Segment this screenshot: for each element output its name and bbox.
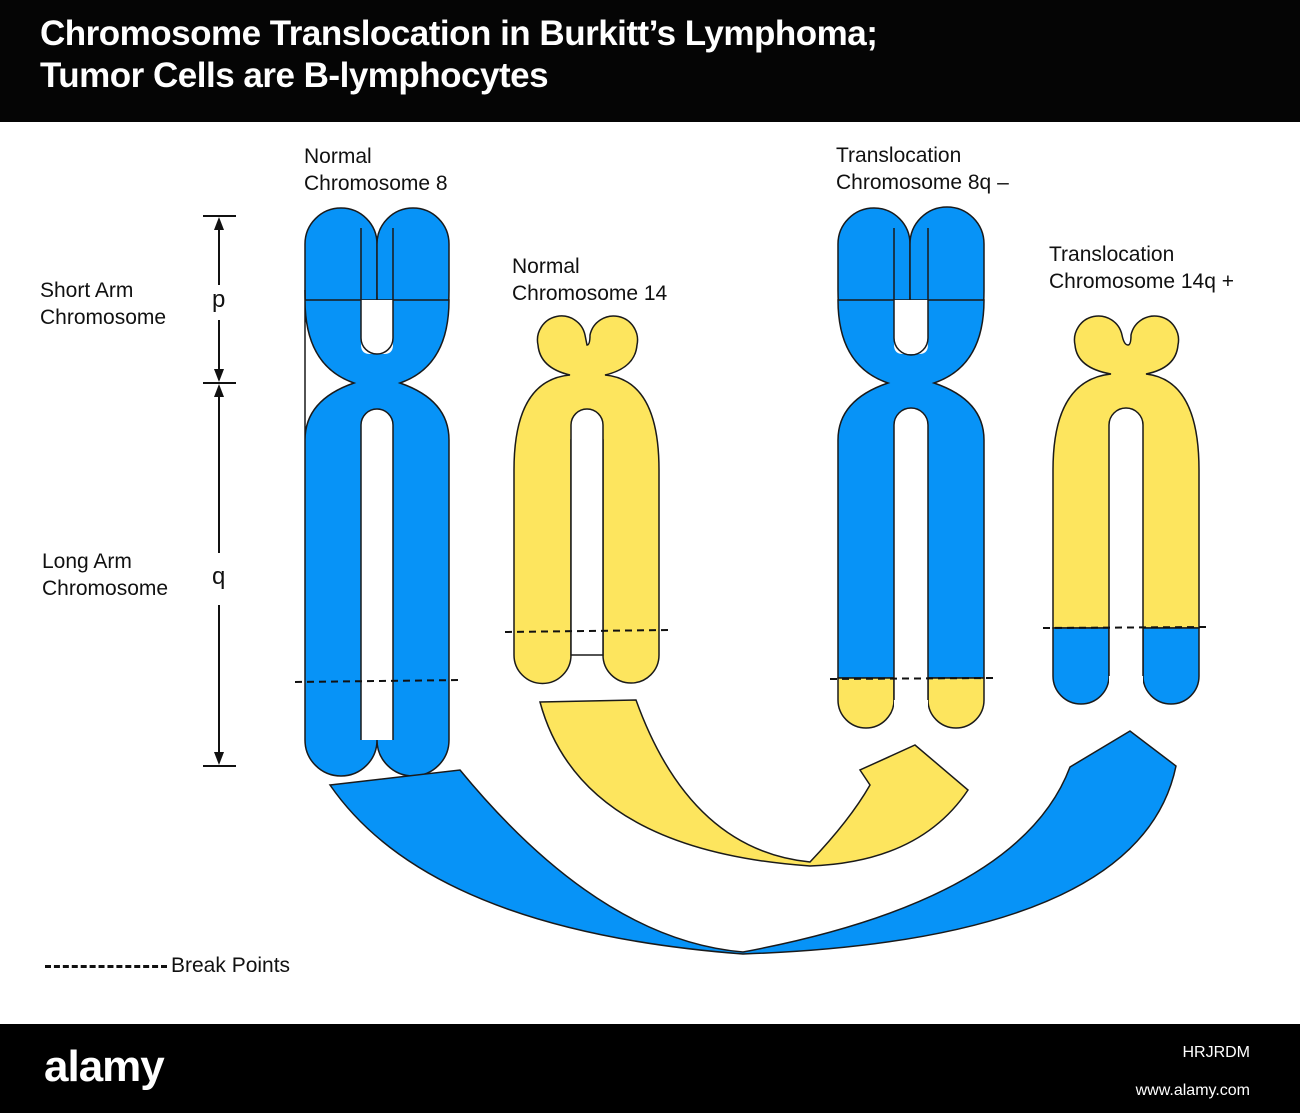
label-line: Short Arm: [40, 279, 134, 302]
label-long-arm: Long Arm Chromosome: [42, 548, 168, 602]
title-line-1: Chromosome Translocation in Burkitt’s Ly…: [40, 14, 878, 53]
normal-chromosome-8: [304, 207, 450, 777]
label-normal-chromosome-14: Normal Chromosome 14: [512, 253, 667, 307]
title-banner: Chromosome Translocation in Burkitt’s Ly…: [0, 0, 1300, 122]
translocation-chromosome-14q: [1052, 315, 1200, 706]
label-short-arm: Short Arm Chromosome: [40, 277, 166, 331]
label-translocation-14q: Translocation Chromosome 14q +: [1049, 241, 1234, 295]
label-translocation-8q: Translocation Chromosome 8q –: [836, 142, 1009, 196]
arm-letter-q: q: [212, 563, 226, 590]
arm-scale-bar: [203, 215, 236, 767]
label-line: Chromosome: [42, 577, 169, 600]
break-point-dash-sample: [45, 964, 167, 968]
title-line-2: Tumor Cells are B-lymphocytes: [40, 56, 549, 95]
arm-letter-p: p: [212, 286, 226, 313]
normal-chromosome-14: [513, 315, 660, 685]
alamy-logo: alamy: [44, 1042, 165, 1091]
label-line: Chromosome 8: [304, 172, 448, 195]
label-line: Normal: [304, 145, 372, 168]
label-line: Long Arm: [42, 550, 132, 573]
site-url: www.alamy.com: [1135, 1082, 1250, 1099]
label-line: Translocation: [836, 144, 962, 167]
translocation-chromosome-8q: [837, 206, 985, 729]
label-normal-chromosome-8: Normal Chromosome 8: [304, 143, 448, 197]
image-id: HRJRDM: [1182, 1044, 1250, 1061]
yellow-transfer-band: [539, 699, 969, 867]
label-line: Normal: [512, 255, 580, 278]
label-line: Chromosome 8q –: [836, 171, 1009, 194]
label-line: Translocation: [1049, 243, 1175, 266]
legend-label: Break Points: [171, 954, 291, 977]
break-points-legend: Break Points: [45, 952, 290, 980]
label-line: Chromosome 14: [512, 282, 668, 305]
blue-transfer-band: [328, 730, 1177, 955]
watermark-footer: alamy HRJRDM www.alamy.com: [0, 1024, 1300, 1113]
label-line: Chromosome: [40, 306, 167, 329]
break-point-lines: [294, 626, 1209, 683]
translocation-arrows: [328, 699, 1177, 955]
label-line: Chromosome 14q +: [1049, 270, 1235, 293]
